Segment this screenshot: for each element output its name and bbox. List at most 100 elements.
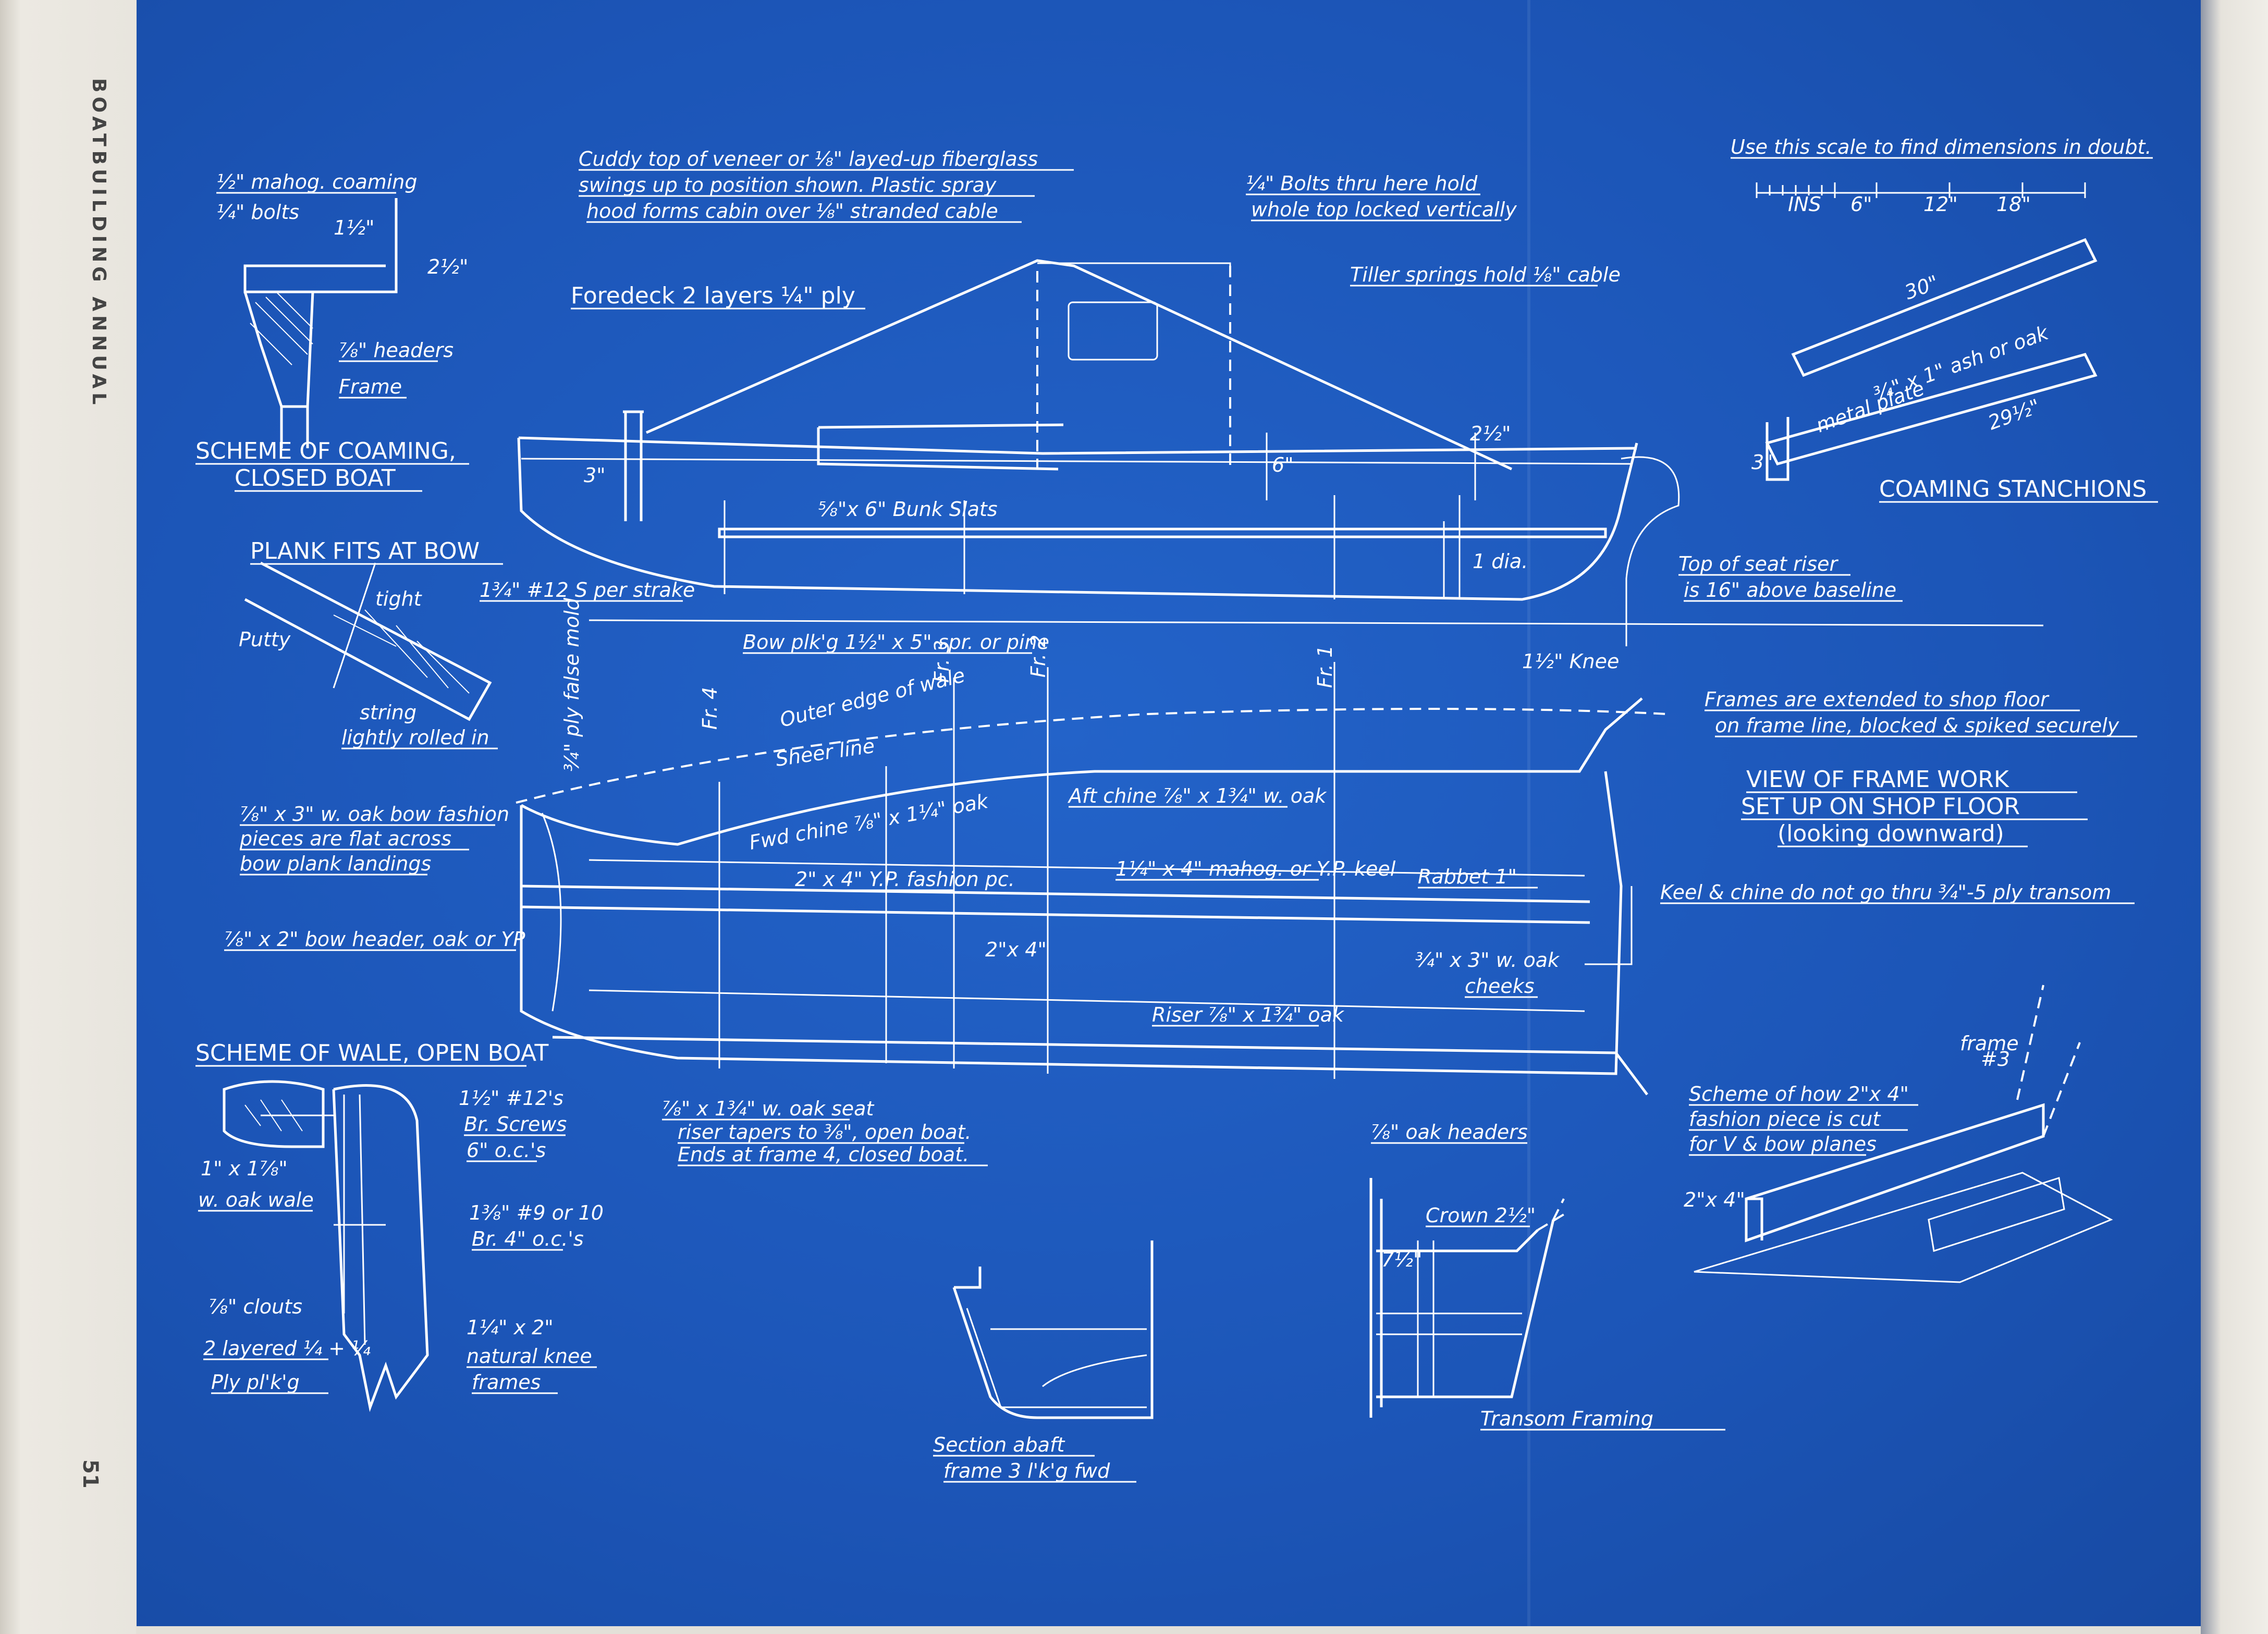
false-mold: ¾" ply false mold [560, 597, 583, 771]
two-by-four-note: 2"x 4" [985, 938, 1047, 961]
cheeks-note-2: cheeks [1465, 975, 1535, 998]
wale-l3: 6" o.c.'s [467, 1139, 546, 1162]
seat-riser-1: ⅞" x 1¾" w. oak seat [662, 1097, 875, 1120]
fashion-pc-note: 2" x 4" Y.P. fashion pc. [795, 868, 1015, 891]
section-abaft: Section abaft frame 3 l'k'g fwd [933, 1240, 1154, 1483]
scale-tick-18: 18" [1996, 193, 2031, 216]
wale-l2: Br. Screws [464, 1113, 567, 1136]
wale-l13: frames [472, 1371, 541, 1394]
blueprint-sheet [137, 0, 2201, 1626]
scale-tick-12: 12" [1923, 193, 1958, 216]
dim-2half: 2½" [1470, 422, 1511, 445]
wale-l5: w. oak wale [198, 1188, 314, 1211]
plank-bow-title: PLANK FITS AT BOW [250, 538, 480, 564]
running-head: BOATBUILDING ANNUAL [88, 78, 109, 409]
transom-dim: 7½" [1381, 1248, 1423, 1271]
coaming-stanchions: 30" ¾" x 1" ash or oak metal plate 29½" … [1751, 238, 2158, 503]
bow-header-note: ⅞" x 2" bow header, oak or YP [224, 928, 525, 951]
seat-riser-note-2: is 16" above baseline [1684, 579, 1896, 601]
transom-framing: Crown 2½" 7½" Transom Framing [1369, 1178, 1725, 1431]
wale-l9: 2 layered ¼ + ¼ [203, 1337, 371, 1360]
section-line-1: Section abaft [933, 1433, 1065, 1456]
misc-notes: Top of seat riser is 16" above baseline … [743, 552, 2137, 738]
keel-chine-note: Keel & chine do not go thru ¾"-5 ply tra… [1660, 881, 2111, 904]
fashion-l3: for V & bow planes [1689, 1133, 1877, 1156]
coaming-label-3: ⅞" headers [339, 339, 453, 362]
transom-title: Transom Framing [1480, 1407, 1653, 1430]
stanchions-title: COAMING STANCHIONS [1879, 476, 2147, 502]
fashion-frame-2: #3 [1981, 1048, 2010, 1071]
scale-note: Use this scale to find dimensions in dou… [1731, 136, 2152, 158]
bow-plkg-note: Bow plk'g 1½" x 5" spr. or pine [743, 631, 1049, 654]
framework-title-3: (looking downward) [1777, 820, 2004, 847]
cuddy-line-2: swings up to position shown. Plastic spr… [579, 174, 997, 196]
coaming-label-2: ¼" bolts [216, 201, 299, 224]
wale-title: SCHEME OF WALE, OPEN BOAT [195, 1040, 549, 1066]
plank-screws: 1¾" #12 S per strake [480, 579, 695, 601]
section-line-2: frame 3 l'k'g fwd [943, 1459, 1110, 1482]
wale-l4: 1" x 1⅞" [201, 1157, 288, 1180]
sheer-line-note: Sheer line [774, 734, 876, 771]
stanchion-dim-3: 3" [1751, 451, 1773, 474]
wale-l1: 1½" #12's [459, 1087, 563, 1110]
coaming-label-4: Frame [339, 375, 402, 398]
coaming-title-1: SCHEME OF COAMING, [195, 438, 456, 464]
bow-fashion-1: ⅞" x 3" w. oak bow fashion [240, 803, 509, 826]
transom-crown: Crown 2½" [1426, 1204, 1536, 1227]
frames-note-1: Frames are extended to shop floor [1705, 688, 2050, 711]
seat-riser-2: riser tapers to ⅜", open boat. [678, 1121, 972, 1144]
coaming-dim-1: 1½" [334, 216, 375, 239]
coaming-dim-2: 2½" [427, 255, 469, 278]
stanchion-dim-29: 29½" [1985, 395, 2043, 434]
page-fold [1527, 0, 1530, 1626]
fashion-piece-scheme: Scheme of how 2"x 4" fashion piece is cu… [1684, 985, 2113, 1283]
fashion-2x4: 2"x 4" [1684, 1188, 1745, 1211]
fashion-l2: fashion piece is cut [1689, 1108, 1881, 1131]
rabbet-note: Rabbet 1" [1418, 865, 1517, 888]
frame-1-label: Fr. 1 [1314, 645, 1337, 688]
seat-riser-3: Ends at frame 4, closed boat. [678, 1143, 969, 1166]
oak-headers-note: ⅞" oak headers [1371, 1121, 1528, 1144]
cuddy-line-3: hood forms cabin over ⅛" stranded cable [586, 200, 998, 223]
page-edge [2201, 0, 2268, 1634]
frame-4-label: Fr. 4 [698, 687, 721, 730]
frames-note-2: on frame line, blocked & spiked securely [1715, 714, 2119, 737]
cuddy-note: Cuddy top of veneer or ⅛" layed-up fiber… [571, 148, 1621, 310]
bunk-slats: ⅝"x 6" Bunk Slats [818, 498, 998, 521]
framework-title-2: SET UP ON SHOP FLOOR [1741, 793, 2020, 820]
foredeck-note: Foredeck 2 layers ¼" ply [571, 282, 855, 309]
framework-title-1: VIEW OF FRAME WORK [1746, 766, 2009, 793]
tiller-note: Tiller springs hold ⅛" cable [1350, 263, 1621, 286]
aft-chine-note: Aft chine ⅞" x 1¾" w. oak [1067, 784, 1327, 807]
riser-note: Riser ⅞" x 1¾" oak [1152, 1003, 1345, 1026]
plank-string-1: string [360, 701, 416, 724]
plank-tight: tight [375, 587, 423, 610]
bow-fashion-3: bow plank landings [240, 852, 431, 875]
cheeks-note-1: ¾" x 3" w. oak [1415, 949, 1560, 972]
frame-3-label: Fr. 3 [930, 640, 953, 683]
bow-fashion-2: pieces are flat across [239, 827, 451, 850]
wale-l11: 1¼" x 2" [467, 1316, 554, 1339]
wale-scheme: SCHEME OF WALE, OPEN BOAT 1½" #12's Br. … [195, 1040, 604, 1412]
scale-bar: Use this scale to find dimensions in dou… [1731, 136, 2153, 216]
frame-work-view: VIEW OF FRAME WORK SET UP ON SHOP FLOOR … [224, 597, 2135, 1166]
coaming-label-1: ½" mahog. coaming [216, 170, 418, 193]
cuddy-line-1: Cuddy top of veneer or ⅛" layed-up fiber… [579, 148, 1038, 170]
bolts-note-2: whole top locked vertically [1251, 198, 1517, 221]
bolts-note-1: ¼" Bolts thru here hold [1246, 172, 1478, 195]
wale-l12: natural knee [467, 1345, 592, 1368]
scale-tick-6: 6" [1850, 193, 1872, 216]
dim-3: 3" [584, 464, 606, 487]
coaming-title-2: CLOSED BOAT [235, 465, 396, 492]
page-number: 51 [78, 1459, 102, 1489]
dim-dia: 1 dia. [1473, 550, 1528, 573]
plank-bow-detail: PLANK FITS AT BOW tight 1¾" #12 S per st… [239, 538, 695, 750]
wale-l7: Br. 4" o.c.'s [472, 1227, 584, 1250]
dim-6: 6" [1272, 453, 1294, 476]
plank-putty: Putty [239, 628, 291, 651]
seat-riser-note-1: Top of seat riser [1678, 552, 1838, 575]
wale-l6: 1⅜" #9 or 10 [469, 1201, 604, 1224]
wale-l8: ⅞" clouts [209, 1295, 302, 1318]
